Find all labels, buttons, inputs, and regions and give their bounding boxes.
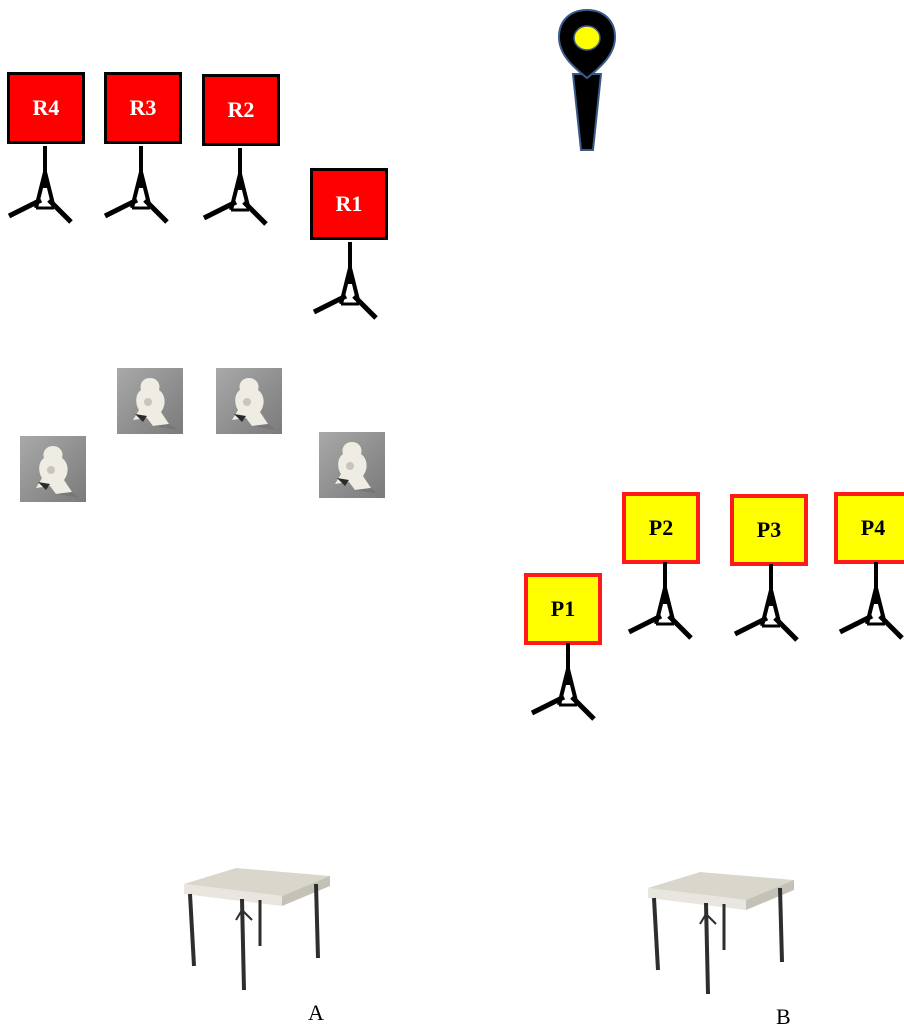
red-sign-label: R4 [7, 72, 85, 144]
red-sign-r3: R3 [104, 72, 182, 144]
shooting-target-icon [20, 436, 86, 502]
red-sign-r1: R1 [310, 168, 388, 240]
tripod-icon [629, 562, 691, 638]
yellow-sign-label: P2 [622, 492, 700, 564]
shooting-target-icon [117, 368, 183, 434]
yellow-sign-label: P4 [834, 492, 904, 564]
table-label-b: B [776, 1004, 791, 1029]
tripod-icon [105, 146, 167, 222]
red-sign-r4: R4 [7, 72, 85, 144]
yellow-sign-p4: P4 [834, 492, 904, 564]
red-sign-label: R3 [104, 72, 182, 144]
microphone-icon [557, 8, 617, 151]
red-sign-r2: R2 [202, 74, 280, 146]
tripod-icon [9, 146, 71, 222]
tripod-icon [532, 643, 594, 719]
shooting-target-icon [319, 432, 385, 498]
tripod-icon [204, 148, 266, 224]
shooting-target-icon [216, 368, 282, 434]
table-icon [184, 868, 330, 991]
red-sign-label: R1 [310, 168, 388, 240]
red-sign-group: R4 R3 R2 R1 [0, 0, 400, 340]
yellow-sign-p2: P2 [622, 492, 700, 564]
yellow-sign-p3: P3 [730, 494, 808, 566]
yellow-sign-label: P3 [730, 494, 808, 566]
red-sign-label: R2 [202, 74, 280, 146]
table-label-a: A [308, 1000, 324, 1025]
tripod-icon [735, 564, 797, 640]
yellow-sign-p1: P1 [524, 573, 602, 645]
table-icon [648, 872, 794, 995]
tripod-icon [840, 562, 902, 638]
yellow-sign-label: P1 [524, 573, 602, 645]
yellow-sign-group: P1 P2 P3 P4 [500, 480, 904, 740]
tripod-icon [314, 242, 376, 318]
